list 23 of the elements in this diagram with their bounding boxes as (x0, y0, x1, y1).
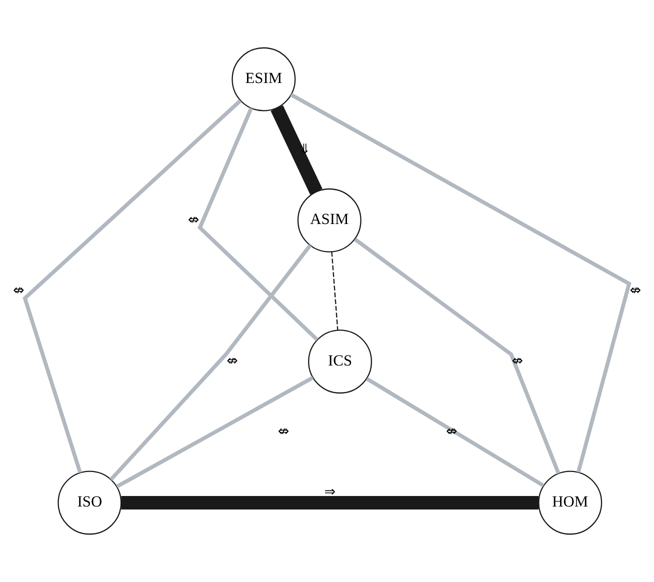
connector (290, 92, 632, 473)
connector (110, 244, 312, 481)
node-circle: HOM (538, 470, 602, 535)
edge-label: ⇎ (278, 424, 290, 440)
connector (198, 107, 319, 342)
connector (270, 105, 322, 195)
node-circle: ESIM (232, 47, 296, 112)
edge-label: ⇎ (12, 282, 24, 299)
connector (366, 377, 544, 488)
connector (354, 238, 560, 474)
connector (121, 496, 538, 510)
node-circle: ISO (58, 470, 122, 535)
edge-label: ⇎ (226, 353, 238, 370)
edge-label: ⇎ (188, 212, 200, 228)
connector (22, 99, 242, 474)
node-circle: ASIM (297, 188, 362, 252)
edge-label: ⇎ (630, 282, 642, 299)
edge-label: ⇎ (446, 424, 458, 440)
edge-label: ⇒ (324, 484, 336, 500)
connector (331, 252, 338, 330)
edge-label: ⇎ (512, 353, 524, 370)
connector (116, 376, 314, 488)
node-circle: ICS (308, 330, 372, 394)
